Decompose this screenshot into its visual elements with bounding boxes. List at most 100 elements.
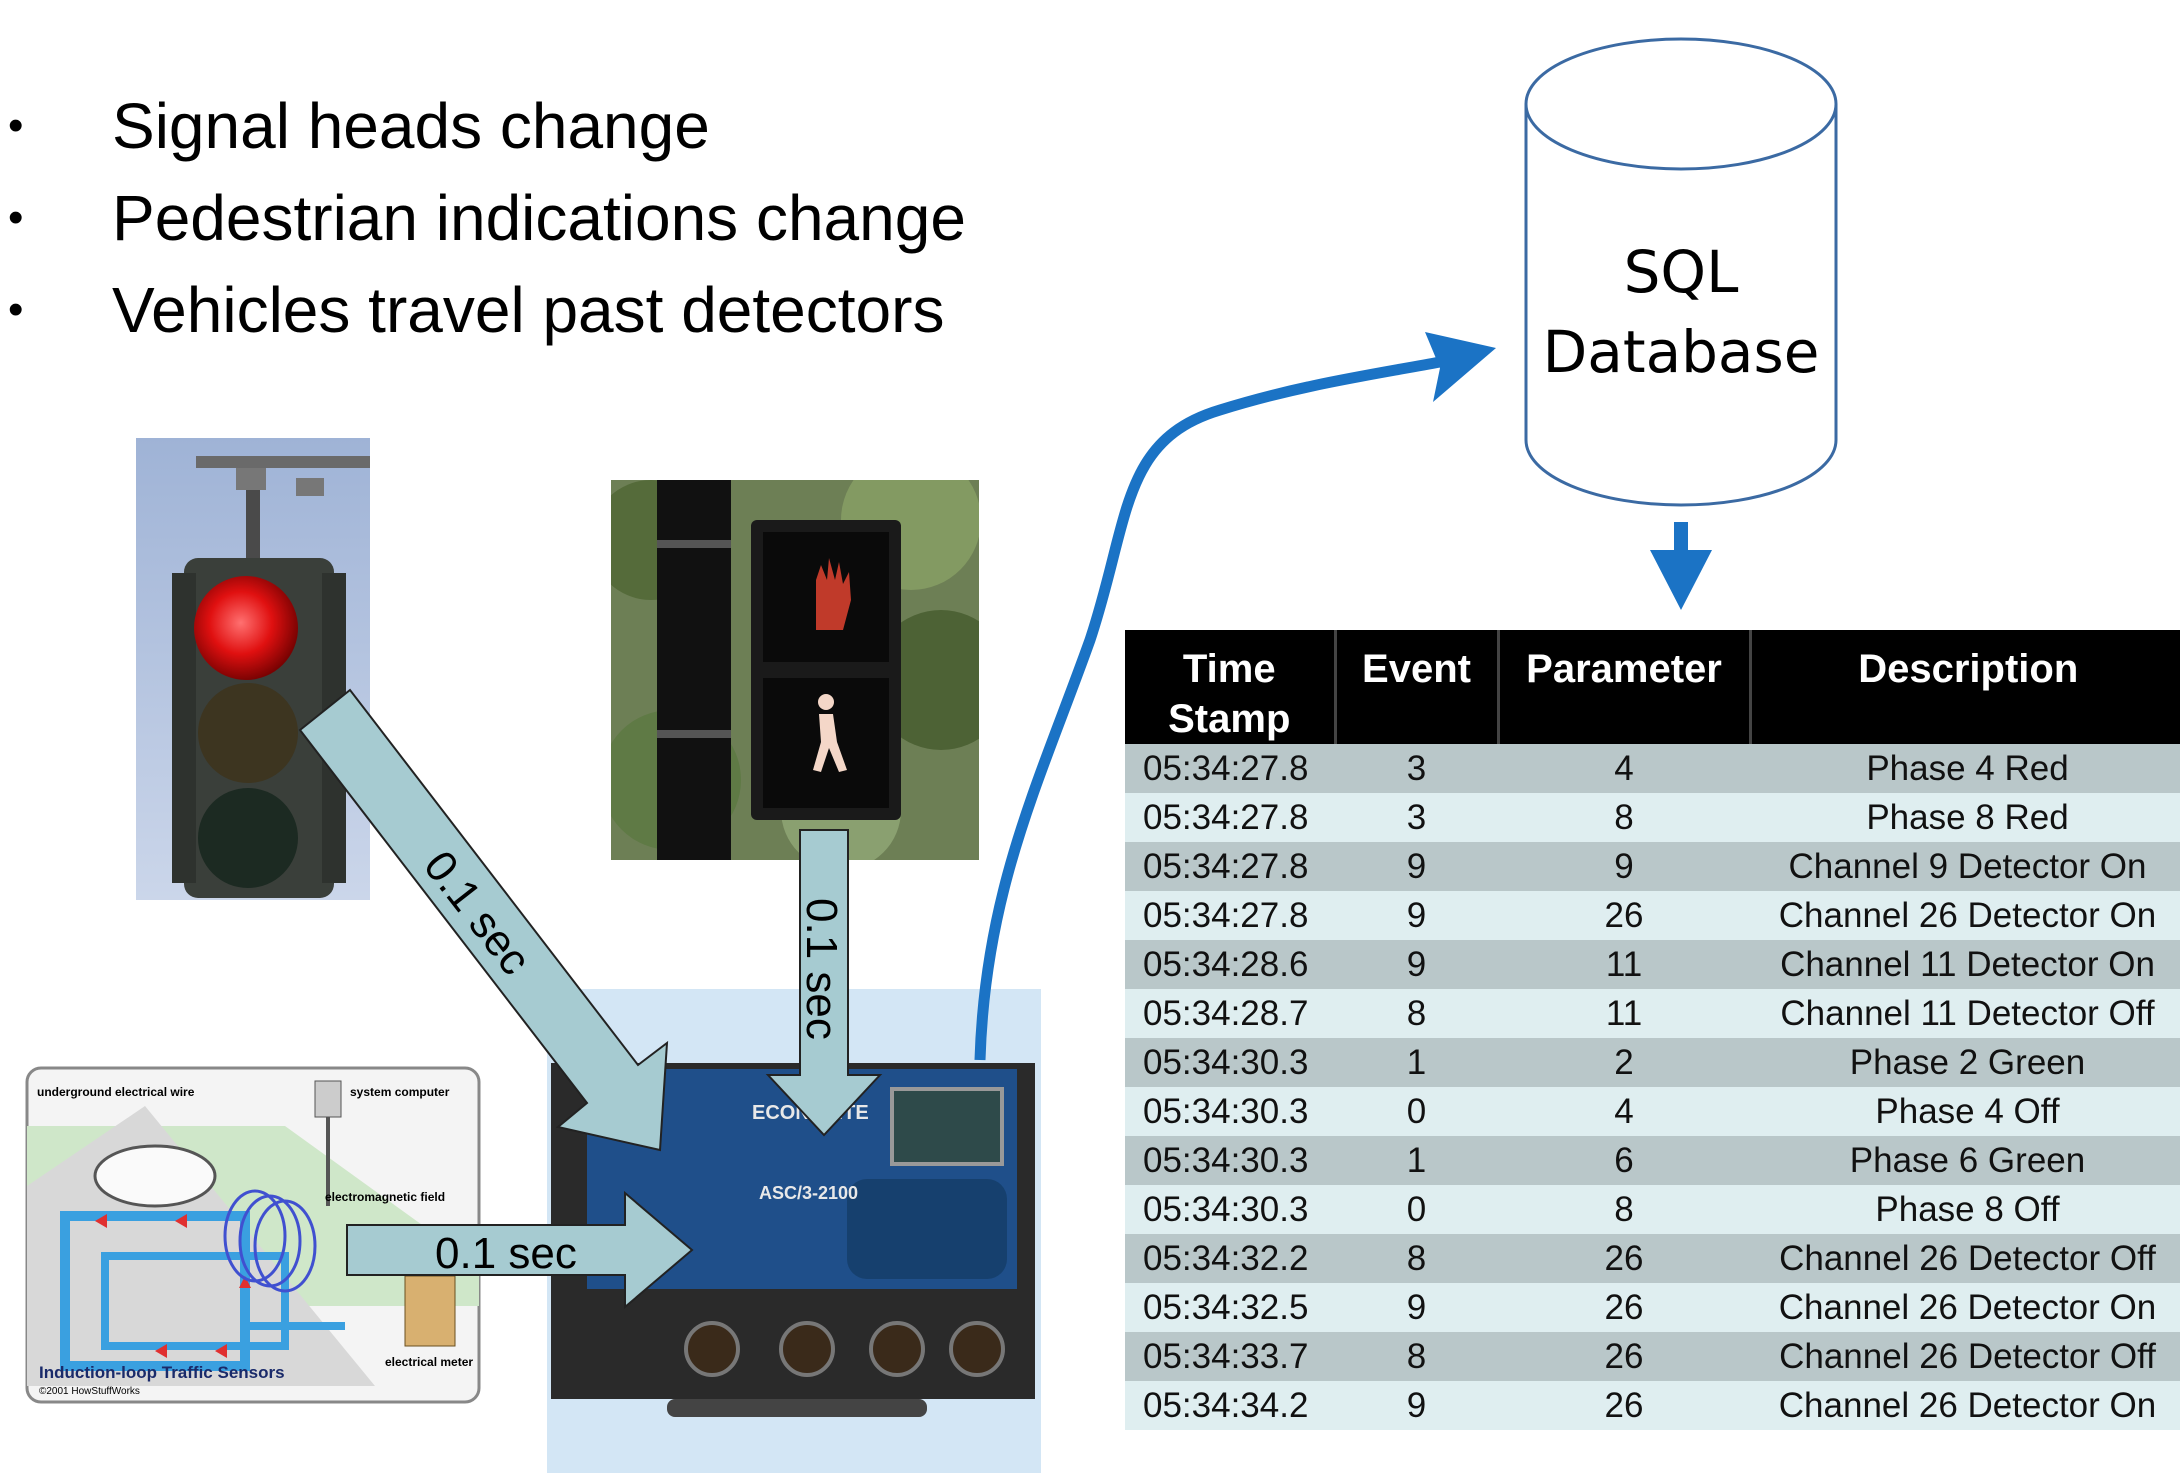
cell-time-stamp: 05:34:32.5 (1125, 1283, 1335, 1332)
cell-parameter: 8 (1498, 1185, 1750, 1234)
label-system-computer: system computer (350, 1085, 450, 1099)
controller-model: ASC/3-2100 (759, 1183, 858, 1203)
ped-to-controller-arrow: 0.1 sec (765, 829, 883, 1137)
column-header-time-stamp: Time Stamp (1125, 630, 1337, 744)
cell-description: Channel 26 Detector On (1750, 891, 2180, 940)
cell-parameter: 26 (1498, 1381, 1750, 1430)
cell-description: Channel 26 Detector Off (1750, 1234, 2180, 1283)
cell-description: Channel 11 Detector Off (1750, 989, 2180, 1038)
cell-time-stamp: 05:34:30.3 (1125, 1038, 1335, 1087)
cell-time-stamp: 05:34:30.3 (1125, 1136, 1335, 1185)
cell-time-stamp: 05:34:30.3 (1125, 1087, 1335, 1136)
cell-time-stamp: 05:34:27.8 (1125, 793, 1335, 842)
bullet-text: Pedestrian indications change (112, 182, 966, 254)
cell-parameter: 26 (1498, 1332, 1750, 1381)
cell-time-stamp: 05:34:27.8 (1125, 842, 1335, 891)
cell-event: 9 (1335, 1381, 1498, 1430)
database-label-line2: Database (1543, 318, 1820, 386)
cell-event: 9 (1335, 891, 1498, 940)
bullet-item: • Signal heads change (0, 80, 966, 172)
bullet-item: •Pedestrian indications change (0, 172, 966, 264)
bullet-text: Vehicles travel past detectors (112, 274, 945, 346)
ped-arrow-label: 0.1 sec (797, 898, 846, 1040)
cell-description: Channel 26 Detector On (1750, 1381, 2180, 1430)
cell-time-stamp: 05:34:34.2 (1125, 1381, 1335, 1430)
cell-parameter: 11 (1498, 989, 1750, 1038)
cell-description: Channel 9 Detector On (1750, 842, 2180, 891)
cell-event: 3 (1335, 744, 1498, 793)
cell-event: 8 (1335, 989, 1498, 1038)
column-header-parameter: Parameter (1498, 630, 1752, 744)
cell-event: 3 (1335, 793, 1498, 842)
sql-database-icon: SQL Database (1524, 37, 1838, 507)
table-header-row: Time Stamp Event Parameter Description (1125, 630, 2180, 744)
cell-parameter: 8 (1498, 793, 1750, 842)
cell-event: 9 (1335, 842, 1498, 891)
cell-description: Phase 4 Off (1750, 1087, 2180, 1136)
pedestrian-signal-image (611, 480, 979, 860)
bullet-dot-icon: • (8, 101, 24, 150)
cell-parameter: 4 (1498, 1087, 1750, 1136)
cell-parameter: 4 (1498, 744, 1750, 793)
cell-time-stamp: 05:34:33.7 (1125, 1332, 1335, 1381)
cell-description: Phase 8 Off (1750, 1185, 2180, 1234)
cell-parameter: 26 (1498, 1283, 1750, 1332)
controller-to-database-arrow (974, 356, 1442, 1061)
cell-description: Phase 6 Green (1750, 1136, 2180, 1185)
cell-event: 1 (1335, 1136, 1498, 1185)
cell-event: 9 (1335, 940, 1498, 989)
bullet-text: Signal heads change (112, 90, 710, 162)
cell-parameter: 11 (1498, 940, 1750, 989)
label-electromagnetic-field: electromagnetic field (325, 1190, 445, 1204)
cell-description: Channel 11 Detector On (1750, 940, 2180, 989)
down-arrowhead-icon (1650, 550, 1712, 610)
cell-parameter: 2 (1498, 1038, 1750, 1087)
cell-event: 8 (1335, 1234, 1498, 1283)
cell-parameter: 26 (1498, 1234, 1750, 1283)
bullet-dot-icon: • (8, 285, 24, 334)
loop-arrow-label: 0.1 sec (435, 1229, 577, 1278)
cell-description: Phase 4 Red (1750, 744, 2180, 793)
database-to-table-arrow (1650, 522, 1712, 610)
cell-time-stamp: 05:34:27.8 (1125, 891, 1335, 940)
controller-to-database-arrowhead-icon (1425, 332, 1496, 402)
cell-event: 0 (1335, 1185, 1498, 1234)
induction-loop-diagram: underground electrical wire system compu… (25, 1066, 481, 1404)
cell-time-stamp: 05:34:27.8 (1125, 744, 1335, 793)
bullet-item: • Vehicles travel past detectors (0, 264, 966, 356)
event-log-table: Time Stamp Event Parameter Description 0… (1125, 630, 2180, 1430)
column-header-event: Event (1335, 630, 1500, 744)
database-label-line1: SQL (1624, 238, 1739, 306)
column-header-description: Description (1750, 630, 2180, 744)
label-underground-wire: underground electrical wire (37, 1085, 195, 1099)
cell-event: 1 (1335, 1038, 1498, 1087)
cell-time-stamp: 05:34:32.2 (1125, 1234, 1335, 1283)
cell-parameter: 9 (1498, 842, 1750, 891)
cell-time-stamp: 05:34:28.6 (1125, 940, 1335, 989)
cell-time-stamp: 05:34:30.3 (1125, 1185, 1335, 1234)
cell-description: Phase 8 Red (1750, 793, 2180, 842)
loop-diagram-title: Induction-loop Traffic Sensors (39, 1363, 285, 1382)
cell-description: Channel 26 Detector Off (1750, 1332, 2180, 1381)
label-electrical-meter: electrical meter (385, 1355, 473, 1369)
cell-description: Channel 26 Detector On (1750, 1283, 2180, 1332)
signal-to-controller-arrow: 0.1 sec (298, 688, 669, 1152)
cell-description: Phase 2 Green (1750, 1038, 2180, 1087)
loop-to-controller-arrow: 0.1 sec (346, 1190, 694, 1310)
cell-event: 8 (1335, 1332, 1498, 1381)
cell-parameter: 26 (1498, 891, 1750, 940)
bullet-list: •Signal heads change •Pedestrian indicat… (0, 80, 966, 356)
